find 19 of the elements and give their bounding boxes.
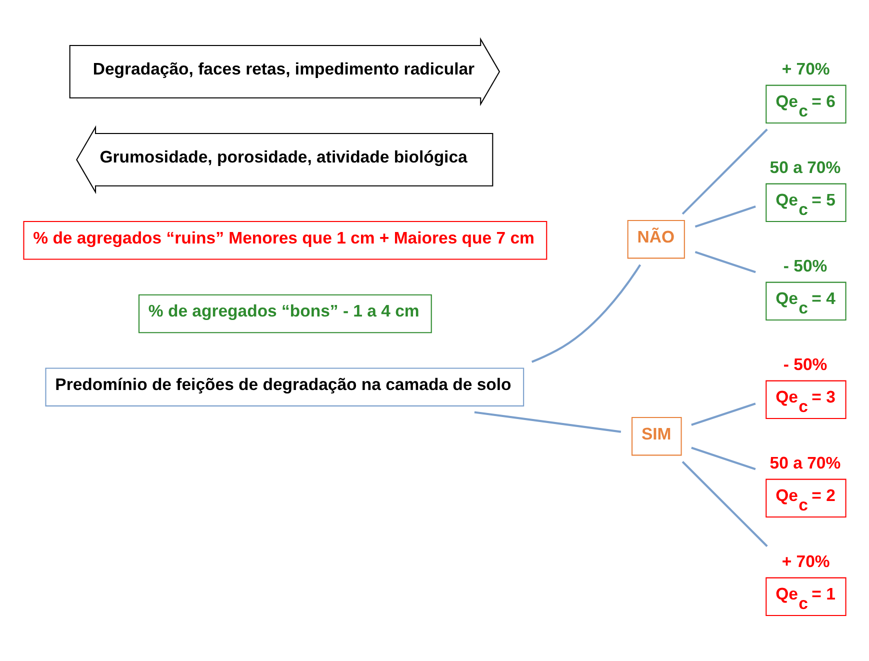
connector <box>531 264 642 363</box>
node-label: 50 a 70% <box>770 454 841 473</box>
connector <box>694 251 756 274</box>
connector <box>694 206 756 228</box>
node-label: + 70% <box>782 552 830 572</box>
node-label: - 50% <box>783 256 828 276</box>
node-box: % de agregados “ruins” Menores que 1 cm + Maiores que 7 cm <box>23 221 548 260</box>
connector <box>474 411 622 433</box>
node-box: NÃO <box>627 220 685 259</box>
connector <box>682 128 768 215</box>
node-box: SIM <box>632 416 682 456</box>
node-label: 50 a 70% <box>770 158 841 178</box>
connector <box>691 402 756 426</box>
node-box: Predomínio de feições de degradação na camada de solo <box>45 368 524 406</box>
connector <box>691 446 756 470</box>
connector <box>682 461 768 548</box>
node-label: - 50% <box>783 355 828 374</box>
node-label: + 70% <box>782 60 830 79</box>
node-box: % de agregados “bons” - 1 a 4 cm <box>138 294 432 334</box>
